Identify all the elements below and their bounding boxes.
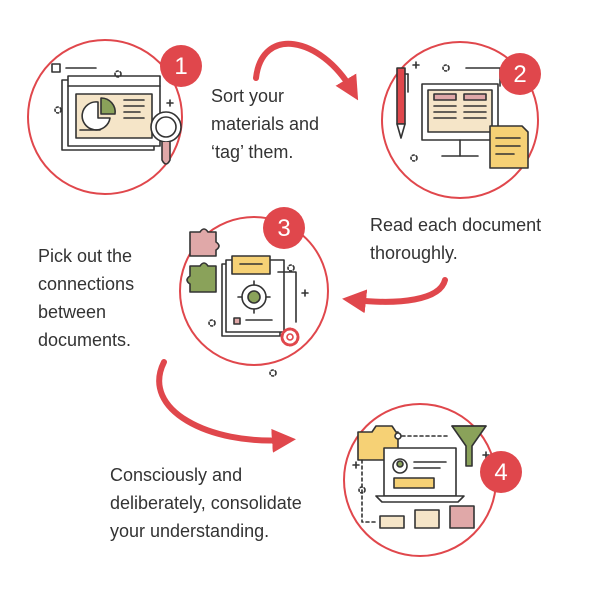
- step-4-caption-line: your understanding.: [110, 521, 270, 541]
- funnel-icon: [451, 425, 487, 467]
- step-3-caption-line: documents.: [38, 330, 132, 350]
- step-2-caption-line: thoroughly.: [370, 243, 458, 263]
- step-3-caption-line: Pick out the: [38, 246, 133, 266]
- step-1-group: 1: [27, 39, 202, 195]
- step-1-badge: [160, 45, 202, 87]
- step-3-caption-line: between: [38, 302, 107, 322]
- step-4-group: 4: [343, 403, 522, 557]
- step-1-caption: Sort your materials and ‘tag’ them.: [211, 82, 319, 166]
- step-1-caption-line: materials and: [211, 114, 320, 134]
- step-4-number: 4: [494, 459, 507, 486]
- step-4-caption-line: Consciously and: [110, 465, 243, 485]
- step-3-badge: [263, 207, 305, 249]
- step-4-badge: [480, 451, 522, 493]
- step-3-group: 3: [179, 207, 329, 377]
- magnifier-icon: [150, 111, 182, 165]
- step-2-caption-line: Read each document: [370, 215, 542, 235]
- step-1-caption-line: Sort your: [211, 86, 285, 106]
- step-3-decor-icon: [208, 264, 309, 377]
- arrow-2-to-3: [342, 277, 448, 314]
- step-2-ring: [381, 41, 539, 199]
- step-1-caption-line: ‘tag’ them.: [211, 142, 294, 162]
- step-1-ring: [27, 39, 183, 195]
- step-1-decor-icon: [51, 63, 174, 114]
- note-icon: [489, 125, 529, 169]
- step-4-caption: Consciously and deliberately, consolidat…: [110, 461, 302, 545]
- blocks-icon: [379, 505, 475, 529]
- arrow-3-to-4: [156, 359, 296, 453]
- step-3-ring: [179, 216, 329, 366]
- blueprint-icon: [221, 255, 285, 337]
- pen-icon: [396, 67, 409, 139]
- gear-icon: [280, 327, 300, 347]
- step-4-caption-line: deliberately, consolidate: [110, 493, 302, 513]
- monitor-icon: [421, 83, 499, 157]
- step-2-number: 2: [513, 61, 526, 88]
- step-3-caption-line: connections: [38, 274, 135, 294]
- step-3-caption: Pick out the connections between documen…: [38, 242, 134, 354]
- step-3-number: 3: [277, 215, 290, 242]
- step-2-badge: [499, 53, 541, 95]
- step-2-group: 2: [381, 41, 541, 199]
- laptop-icon: [375, 447, 465, 503]
- arrow-1-to-2: [253, 40, 359, 101]
- puzzle-icon: [186, 228, 220, 293]
- step-4-decor-icon: [352, 435, 490, 523]
- analytics-window-icon: [61, 75, 161, 151]
- step-2-caption: Read each document thoroughly.: [370, 211, 541, 267]
- step-1-number: 1: [174, 53, 187, 80]
